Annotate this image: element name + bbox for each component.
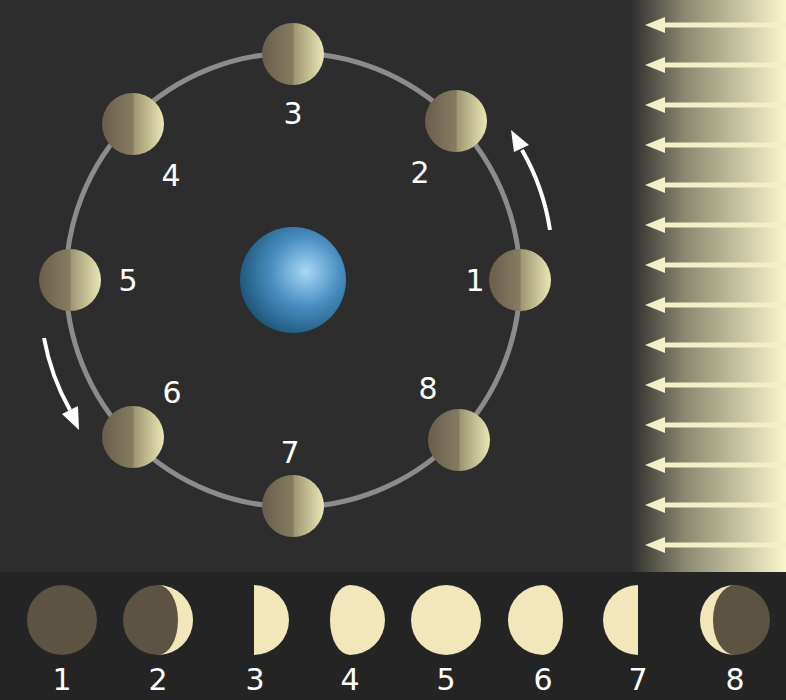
sun-ray xyxy=(662,343,786,348)
ray-head xyxy=(645,97,665,113)
sun-ray xyxy=(662,23,786,28)
orbit-position-number: 2 xyxy=(410,155,429,190)
label-slot: 6 xyxy=(533,665,552,695)
orbit-position-number: 4 xyxy=(161,158,180,193)
ray-head xyxy=(645,497,665,513)
sun-ray xyxy=(662,303,786,308)
label-slot: 5 xyxy=(436,665,455,695)
ray-head xyxy=(645,457,665,473)
ray-head xyxy=(645,537,665,553)
moon xyxy=(489,249,551,311)
moon xyxy=(39,249,101,311)
sun-ray xyxy=(662,63,786,68)
phase-number: 8 xyxy=(725,662,744,697)
orbit-direction-arrows xyxy=(44,130,550,430)
moon xyxy=(102,406,164,468)
moon xyxy=(262,475,324,537)
sunlight-glow xyxy=(630,0,786,572)
sun-ray xyxy=(662,263,786,268)
ray-head xyxy=(645,17,665,33)
ray-head xyxy=(645,57,665,73)
moon-dark-side xyxy=(123,585,193,655)
orbit-position-number: 5 xyxy=(118,263,137,298)
orbit-position-number: 7 xyxy=(280,435,299,470)
ray-head xyxy=(645,417,665,433)
ray-head xyxy=(645,137,665,153)
phase-number: 1 xyxy=(52,662,71,697)
phase-number: 6 xyxy=(533,662,552,697)
orbit-position-number: 6 xyxy=(162,375,181,410)
phase-strip xyxy=(0,572,786,700)
sun-ray xyxy=(662,463,786,468)
label-slot: 7 xyxy=(280,438,299,468)
moon xyxy=(428,409,490,471)
label-slot: 4 xyxy=(340,665,359,695)
label-slot: 2 xyxy=(148,665,167,695)
orbit-position-number: 3 xyxy=(283,96,302,131)
phase-number: 3 xyxy=(245,662,264,697)
full-moon xyxy=(411,585,481,655)
sun-ray xyxy=(662,223,786,228)
first-quarter xyxy=(254,585,289,655)
orbit-moons xyxy=(39,23,551,537)
label-slot: 7 xyxy=(628,665,647,695)
arrow-head xyxy=(62,406,79,430)
ray-head xyxy=(645,297,665,313)
arrow-head xyxy=(511,130,529,152)
phase-number: 5 xyxy=(436,662,455,697)
moon xyxy=(102,93,164,155)
label-slot: 8 xyxy=(725,665,744,695)
moon-orbit xyxy=(66,53,520,507)
label-slot: 1 xyxy=(52,665,71,695)
phase-row xyxy=(27,585,770,655)
ray-head xyxy=(645,177,665,193)
direction-arrow xyxy=(522,150,550,230)
label-slot: 8 xyxy=(418,374,437,404)
moon xyxy=(425,90,487,152)
sun-ray xyxy=(662,143,786,148)
waxing-gibbous xyxy=(330,585,385,655)
ray-head xyxy=(645,377,665,393)
label-slot: 4 xyxy=(161,161,180,191)
label-slot: 3 xyxy=(245,665,264,695)
sun-ray xyxy=(662,103,786,108)
waning-crescent xyxy=(700,585,735,655)
orbit-position-number: 1 xyxy=(465,263,484,298)
phase-number: 7 xyxy=(628,662,647,697)
label-slot: 3 xyxy=(283,99,302,129)
moon-dark-side xyxy=(700,585,770,655)
sunlight-arrows xyxy=(645,17,786,553)
orbit-position-number: 8 xyxy=(418,371,437,406)
earth xyxy=(240,227,346,333)
new-moon xyxy=(27,585,97,655)
sun-ray xyxy=(662,383,786,388)
sun-ray xyxy=(662,423,786,428)
space-background xyxy=(0,0,786,572)
waning-gibbous xyxy=(508,585,563,655)
moon xyxy=(262,23,324,85)
sun-ray xyxy=(662,543,786,548)
sun-ray xyxy=(662,183,786,188)
label-slot: 2 xyxy=(410,158,429,188)
label-slot: 6 xyxy=(162,378,181,408)
label-slot: 5 xyxy=(118,266,137,296)
ray-head xyxy=(645,337,665,353)
phase-number: 4 xyxy=(340,662,359,697)
direction-arrow xyxy=(44,338,70,410)
phase-number: 2 xyxy=(148,662,167,697)
label-slot: 1 xyxy=(465,266,484,296)
last-quarter xyxy=(603,585,638,655)
ray-head xyxy=(645,217,665,233)
waxing-crescent xyxy=(158,585,193,655)
sun-ray xyxy=(662,503,786,508)
ray-head xyxy=(645,257,665,273)
